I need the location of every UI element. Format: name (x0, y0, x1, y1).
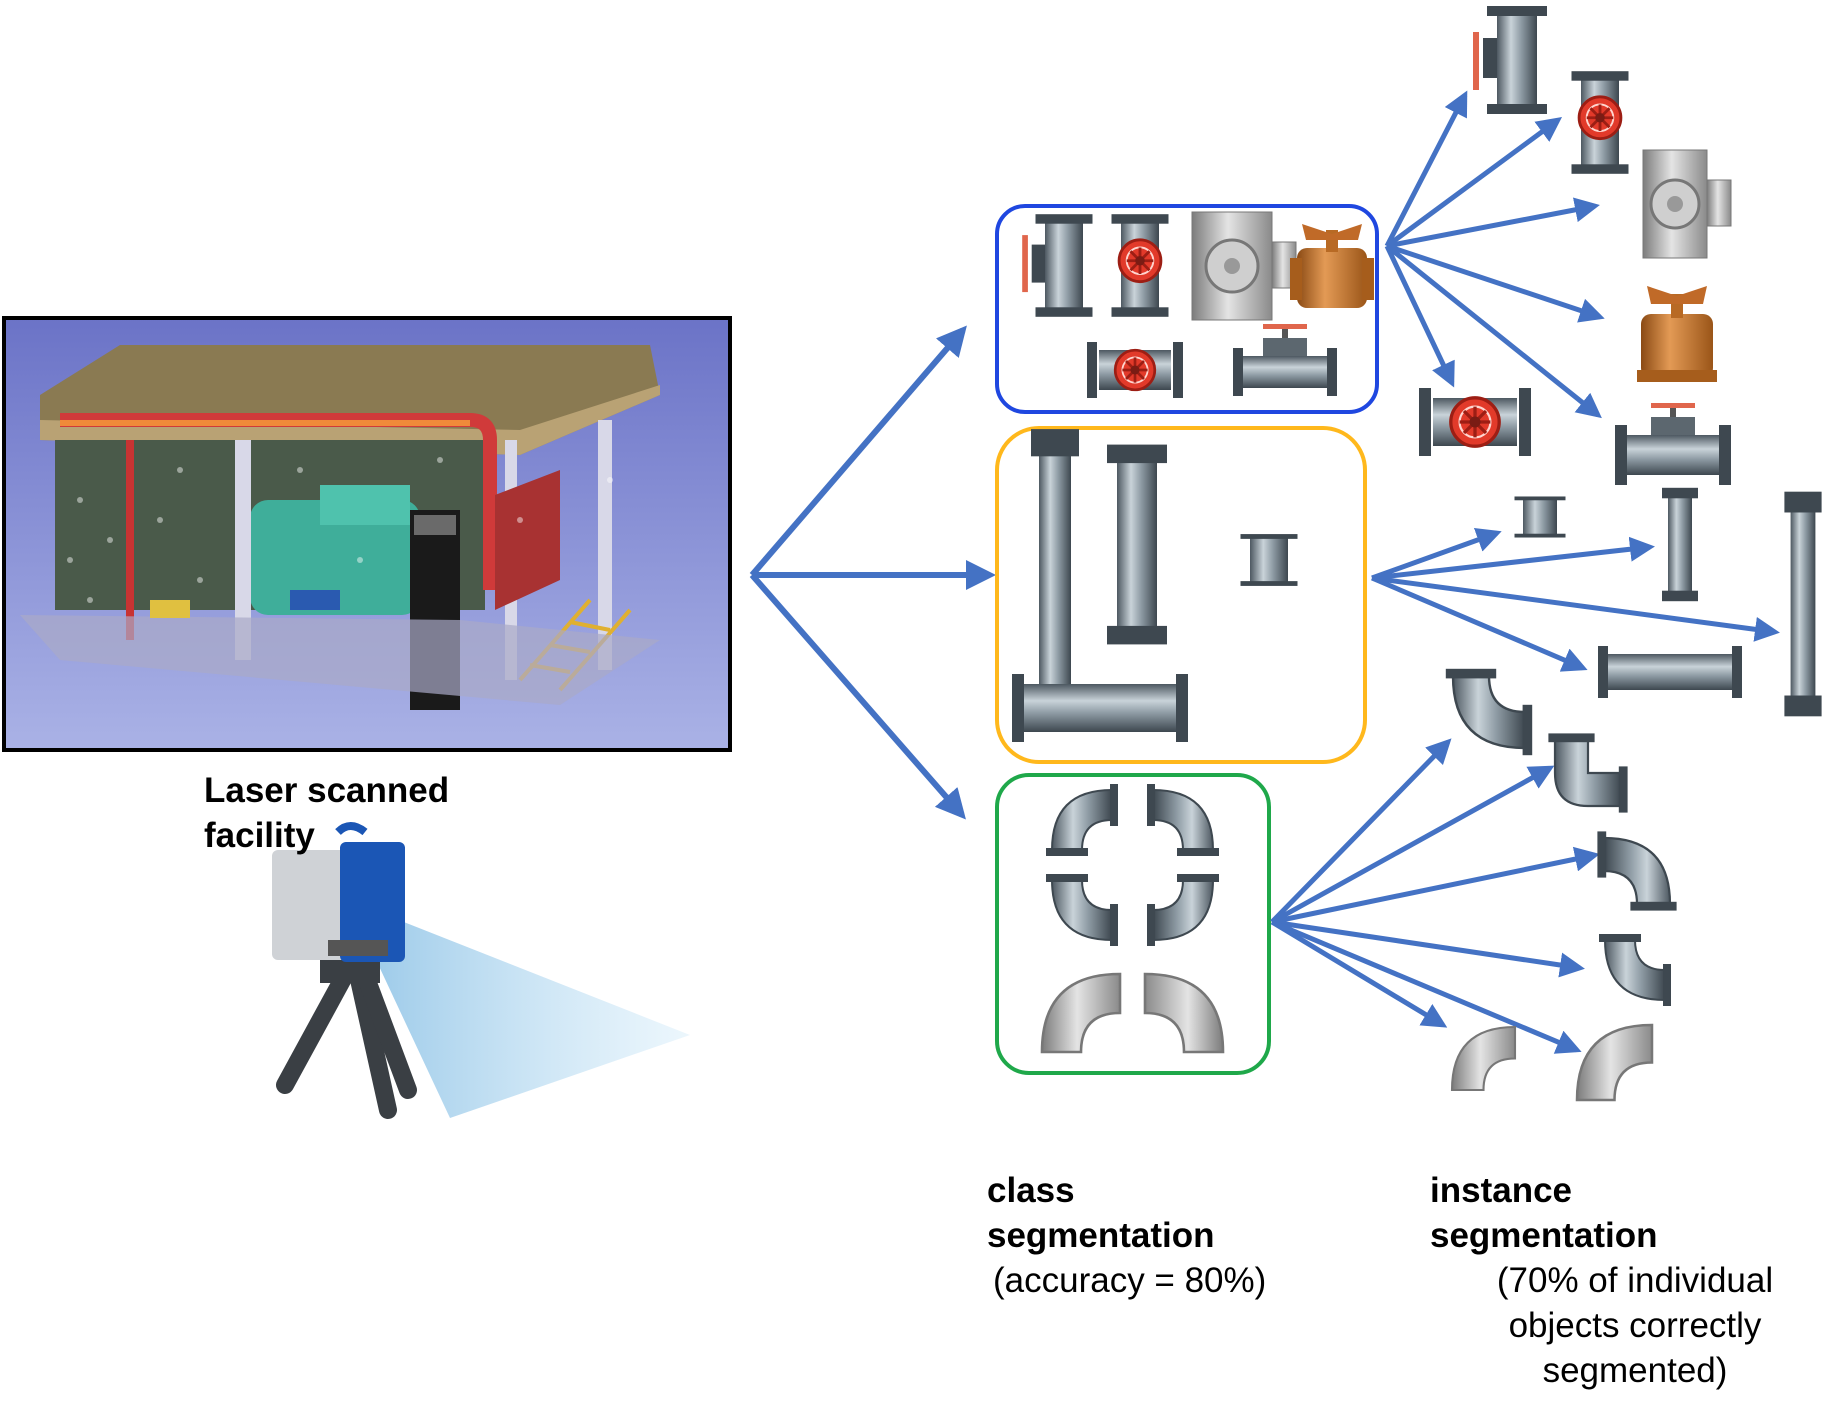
class-accuracy-note: (accuracy = 80%) (993, 1261, 1267, 1300)
pipe-icon (1598, 646, 1742, 698)
arrows-to-classes (749, 325, 996, 820)
facility-label-line: Laser scanned (204, 771, 450, 810)
pipe-icon (1514, 496, 1566, 538)
valve-icon (1571, 71, 1629, 174)
valve-class-group (995, 204, 1379, 414)
tee-icon (1642, 149, 1732, 259)
elbow-class-group (995, 773, 1271, 1075)
pipe-icon (1784, 491, 1822, 717)
elbow-icon (1040, 972, 1122, 1054)
valve-icon (1419, 388, 1531, 456)
elbow-icon (1575, 1023, 1654, 1102)
elbow-icon (1444, 667, 1534, 757)
class-segmentation-label: class segmentation (accuracy = 80%) (987, 1168, 1266, 1303)
pipe-icon (1012, 674, 1188, 742)
elbow-icon (1596, 830, 1678, 912)
elbow-icon (1598, 933, 1672, 1007)
instance-note-line: segmented) (1542, 1351, 1728, 1390)
instance-title-line: instance (1430, 1171, 1572, 1210)
ball-valve-icon (1637, 286, 1717, 382)
valve-icon (1615, 403, 1731, 485)
instance-note: (70% of individual objects correctly seg… (1470, 1258, 1800, 1393)
ball-valve-icon (1290, 224, 1374, 308)
instance-title-line: segmentation (1430, 1216, 1658, 1255)
facility-label-line: facility (204, 816, 315, 855)
valve-icon (1473, 6, 1547, 114)
elbow-icon (1143, 972, 1225, 1054)
elbow-icon (1450, 1025, 1517, 1092)
class-title-line: class (987, 1171, 1075, 1210)
pipe-class-group (995, 426, 1367, 764)
instance-objects (1419, 6, 1822, 1102)
instance-note-line: objects correctly (1508, 1306, 1762, 1345)
pipe-icon (1662, 487, 1698, 602)
elbow-icon (1548, 733, 1628, 813)
laser-scanner-icon (272, 822, 690, 1119)
instance-note-line: (70% of individual (1496, 1261, 1774, 1300)
valve-icon (1233, 324, 1337, 396)
valve-icon (1087, 342, 1183, 398)
instance-segmentation-label: instance segmentation (70% of individual… (1430, 1168, 1800, 1393)
facility-label: Laser scanned facility (204, 768, 449, 858)
point-cloud-facility-image (2, 316, 732, 752)
valve-icon (1022, 214, 1093, 317)
tee-icon (1191, 211, 1297, 321)
arrows-to-instances (1270, 90, 1780, 1054)
class-title-line: segmentation (987, 1216, 1215, 1255)
